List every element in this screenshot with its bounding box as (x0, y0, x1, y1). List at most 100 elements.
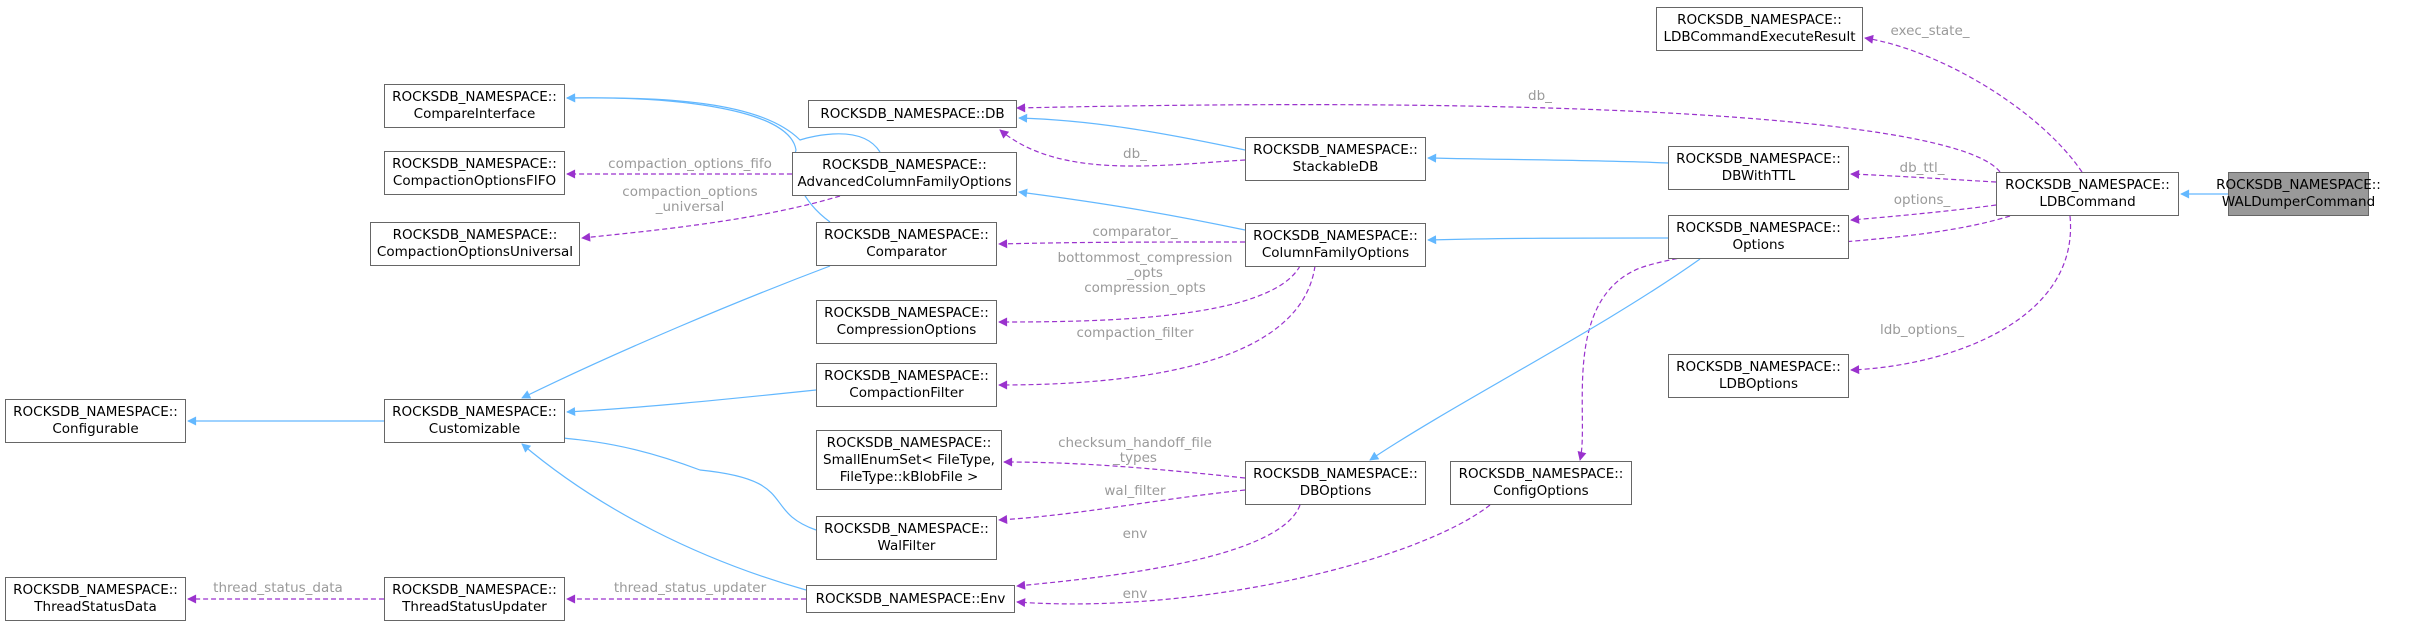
class-node-label: ROCKSDB_NAMESPACE:: (392, 89, 557, 105)
edge-universal (581, 195, 841, 242)
edge-comparator (998, 239, 1246, 249)
edge-compactionfilter-customizable (566, 389, 817, 417)
edge-cfoptions-acfoptions (1018, 188, 1246, 231)
class-node-label: DBWithTTL (1721, 168, 1796, 184)
class-node-label: ConfigOptions (1493, 483, 1589, 499)
class-node-label: ROCKSDB_NAMESPACE:: (826, 434, 992, 451)
class-node-cofifo[interactable]: ROCKSDB_NAMESPACE::CompactionOptionsFIFO (384, 151, 565, 195)
edge-label-checksum: checksum_handoff_file_types (1058, 435, 1212, 466)
edge-wal-filter (998, 489, 1246, 524)
class-node-label: Customizable (428, 421, 521, 437)
class-node-label: ROCKSDB_NAMESPACE:: (392, 227, 558, 243)
class-node-db[interactable]: ROCKSDB_NAMESPACE::DB (808, 100, 1017, 128)
class-node-label: SmallEnumSet< FileType, (823, 451, 995, 468)
class-node-dbwithttl[interactable]: ROCKSDB_NAMESPACE::DBWithTTL (1668, 146, 1849, 190)
class-node-compressionoptions[interactable]: ROCKSDB_NAMESPACE::CompressionOptions (816, 300, 997, 344)
class-node-tsdata[interactable]: ROCKSDB_NAMESPACE::ThreadStatusData (5, 577, 186, 621)
class-node-label: ROCKSDB_NAMESPACE:: (13, 582, 178, 598)
edge-label-fifo: compaction_options_fifo (608, 156, 772, 172)
class-node-label: LDBCommand (2039, 194, 2136, 210)
class-node-label: FileType::kBlobFile > (839, 468, 979, 485)
edge-label-thread-status-updater: thread_status_updater (614, 580, 767, 596)
class-node-label: ThreadStatusUpdater (402, 599, 547, 615)
class-node-stackabledb[interactable]: ROCKSDB_NAMESPACE::StackableDB (1245, 137, 1426, 181)
edge-options (1850, 204, 1997, 224)
class-node-label: ROCKSDB_NAMESPACE:: (1677, 12, 1842, 28)
class-node-label: ROCKSDB_NAMESPACE:: (822, 157, 987, 173)
class-node-configurable[interactable]: ROCKSDB_NAMESPACE::Configurable (5, 399, 186, 443)
class-node-ldboptions[interactable]: ROCKSDB_NAMESPACE::LDBOptions (1668, 354, 1849, 398)
edge-label-db-ttl: db_ttl_ (1900, 160, 1945, 176)
class-node-label: ROCKSDB_NAMESPACE:: (2216, 177, 2381, 193)
edge-options-cfoptions (1427, 235, 1669, 245)
class-node-label: ROCKSDB_NAMESPACE::DB (820, 105, 1005, 122)
class-node-label: StackableDB (1292, 159, 1379, 175)
class-node-label: WALDumperCommand (2221, 194, 2376, 210)
edge-env-customizable (521, 443, 807, 591)
class-node-dboptions[interactable]: ROCKSDB_NAMESPACE::DBOptions (1245, 461, 1426, 505)
class-node-label: Configurable (52, 421, 139, 437)
class-node-ldbcommand[interactable]: ROCKSDB_NAMESPACE::LDBCommand (1996, 172, 2179, 216)
class-node-label: ROCKSDB_NAMESPACE:: (1253, 228, 1418, 244)
class-node-label: ROCKSDB_NAMESPACE::Env (815, 590, 1006, 607)
edge-label-thread-status-data: thread_status_data (213, 580, 343, 596)
edge-stackable-db (1018, 113, 1246, 151)
class-node-label: ROCKSDB_NAMESPACE:: (1458, 466, 1624, 482)
class-node-label: ROCKSDB_NAMESPACE:: (824, 227, 989, 243)
edge-checksum (1003, 457, 1246, 479)
edge-exec-state (1864, 34, 2083, 173)
class-node-label: ROCKSDB_NAMESPACE:: (824, 305, 989, 321)
class-node-label: CompressionOptions (836, 322, 977, 338)
edge-label-ldb-options: ldb_options_ (1880, 322, 1964, 338)
class-node-label: ROCKSDB_NAMESPACE:: (1676, 359, 1841, 375)
class-node-label: CompactionOptionsUniversal (376, 244, 574, 260)
class-node-label: LDBCommandExecuteResult (1663, 29, 1856, 45)
class-node-label: Comparator (866, 244, 947, 260)
class-node-label: ThreadStatusData (34, 599, 157, 615)
class-node-waldumper[interactable]: ROCKSDB_NAMESPACE::WALDumperCommand (2216, 172, 2381, 216)
class-node-walfilter[interactable]: ROCKSDB_NAMESPACE::WalFilter (816, 516, 997, 560)
edge-db-ttl (1850, 169, 1997, 183)
class-node-label: CompareInterface (413, 106, 536, 122)
class-node-options[interactable]: ROCKSDB_NAMESPACE::Options (1668, 215, 1849, 259)
class-node-acfoptions[interactable]: ROCKSDB_NAMESPACE::AdvancedColumnFamilyO… (792, 152, 1017, 196)
class-node-label: ColumnFamilyOptions (1261, 245, 1410, 261)
edge-label-env-config: env (1123, 586, 1148, 602)
edge-label-env-db: env (1123, 526, 1148, 542)
edge-label-compaction-filter: compaction_filter (1076, 325, 1194, 341)
class-node-couniversal[interactable]: ROCKSDB_NAMESPACE::CompactionOptionsUniv… (370, 222, 580, 266)
class-node-label: WalFilter (877, 538, 936, 554)
class-node-label: CompactionFilter (849, 385, 964, 401)
edge-label-wal-filter: wal_filter (1104, 483, 1166, 499)
class-node-compactionfilter[interactable]: ROCKSDB_NAMESPACE::CompactionFilter (816, 363, 997, 407)
edge-label-comparator: comparator_ (1092, 224, 1178, 240)
class-node-tsupdater[interactable]: ROCKSDB_NAMESPACE::ThreadStatusUpdater (384, 577, 565, 621)
edge-db-top (1016, 103, 2001, 173)
edge-env-config (1016, 504, 1491, 608)
class-node-configoptions[interactable]: ROCKSDB_NAMESPACE::ConfigOptions (1450, 461, 1632, 505)
class-node-label: ROCKSDB_NAMESPACE:: (392, 582, 557, 598)
class-node-compareinterface[interactable]: ROCKSDB_NAMESPACE::CompareInterface (384, 84, 565, 128)
class-node-execresult[interactable]: ROCKSDB_NAMESPACE::LDBCommandExecuteResu… (1656, 7, 1863, 51)
class-node-comparator[interactable]: ROCKSDB_NAMESPACE::Comparator (816, 222, 997, 266)
edge-label-universal: compaction_options_universal (622, 184, 757, 215)
edge-walfilter-customizable (519, 430, 817, 531)
edge-db-stackable (999, 129, 1246, 167)
class-node-label: ROCKSDB_NAMESPACE:: (824, 521, 989, 537)
edge-comparator-customizable (521, 265, 831, 399)
class-node-cfoptions[interactable]: ROCKSDB_NAMESPACE::ColumnFamilyOptions (1245, 223, 1426, 267)
class-node-label: CompactionOptionsFIFO (392, 173, 557, 189)
edge-compression-opts (998, 265, 1301, 327)
edge-label-db-stackable: db_ (1123, 146, 1147, 162)
class-node-label: ROCKSDB_NAMESPACE:: (1676, 151, 1841, 167)
edge-label-exec-state: exec_state_ (1890, 23, 1969, 39)
class-node-env[interactable]: ROCKSDB_NAMESPACE::Env (806, 585, 1015, 613)
class-node-customizable[interactable]: ROCKSDB_NAMESPACE::Customizable (384, 399, 565, 443)
class-node-label: DBOptions (1299, 483, 1372, 499)
class-node-label: Options (1732, 237, 1785, 253)
class-node-smallenumset[interactable]: ROCKSDB_NAMESPACE::SmallEnumSet< FileTyp… (816, 430, 1002, 490)
class-node-label: ROCKSDB_NAMESPACE:: (824, 368, 989, 384)
